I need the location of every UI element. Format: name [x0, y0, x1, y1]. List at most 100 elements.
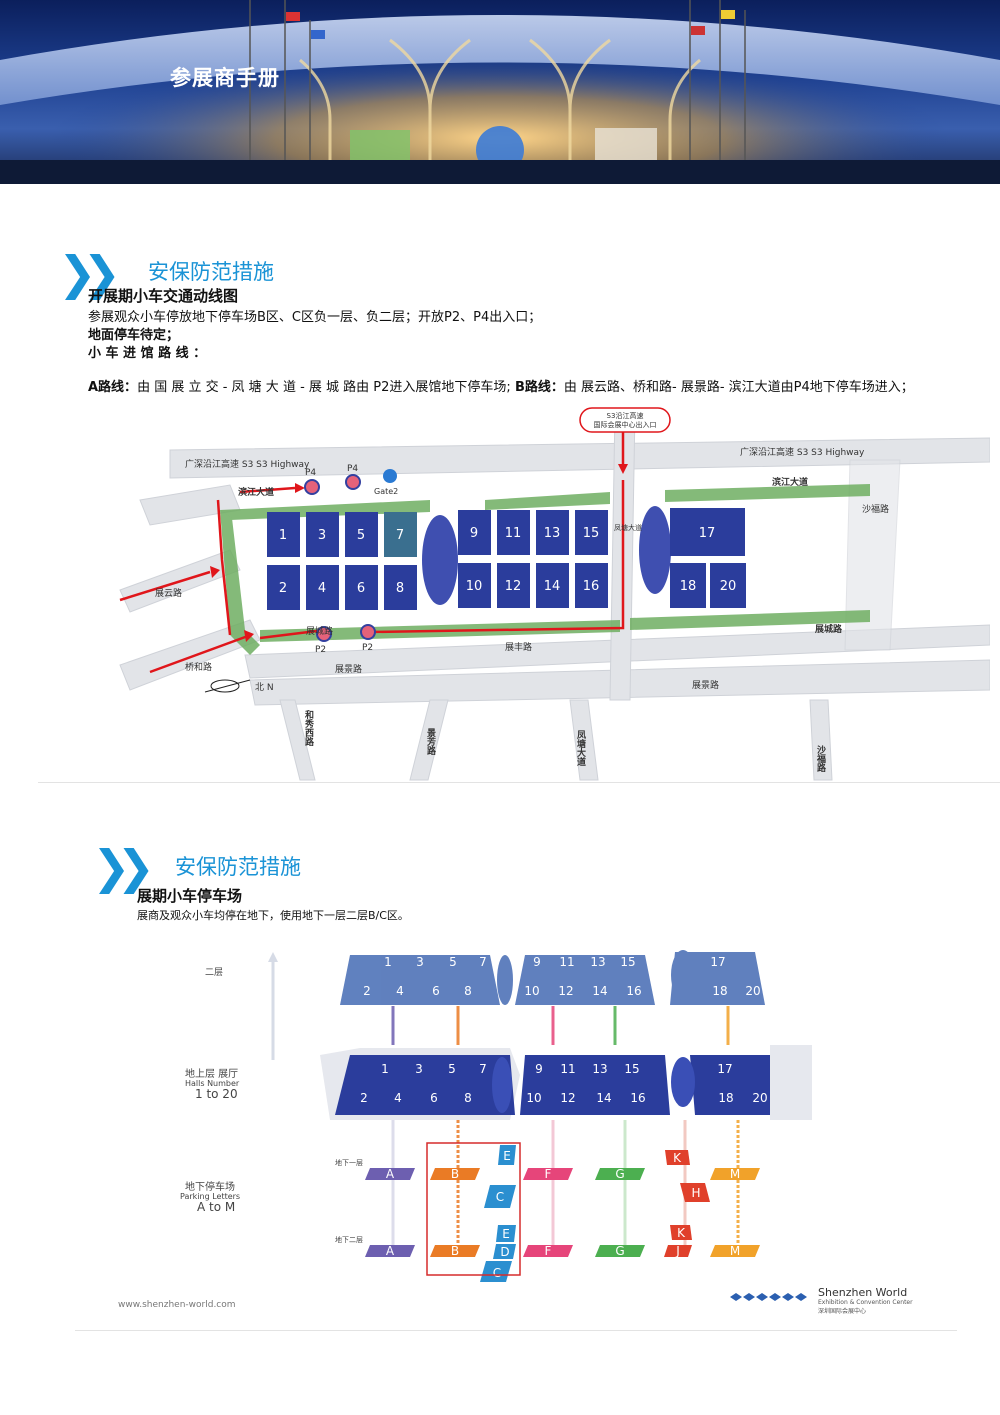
- g-hall-label: 20: [752, 1091, 767, 1105]
- hall-13: [536, 510, 569, 555]
- hall-label: 17: [699, 526, 716, 541]
- g-hall-label: 10: [526, 1091, 541, 1105]
- g-hall-label: 6: [430, 1091, 438, 1105]
- divider: [38, 782, 1000, 783]
- banner-image: [0, 0, 1000, 184]
- b2-parking: [365, 1225, 760, 1282]
- hall-label: 6: [357, 581, 365, 596]
- label-highway-left: 广深沿江高速 S3 S3 Highway: [185, 458, 310, 470]
- g-hall-label: 4: [394, 1091, 402, 1105]
- hall-11: [497, 510, 530, 555]
- p2-marker-icon: [360, 624, 376, 640]
- route-a-label: A路线：: [88, 380, 138, 395]
- footer-url: www.shenzhen-world.com: [118, 1300, 236, 1310]
- label-fengtang-south: 凤塘大道: [575, 730, 586, 767]
- hall-7: [384, 512, 417, 557]
- b2-letter: B: [451, 1244, 459, 1258]
- label-zhanyun: 展云路: [155, 587, 182, 599]
- halls-group: [267, 508, 746, 610]
- g-hall-label: 9: [535, 1062, 543, 1076]
- label-jingfang: 景芳路: [425, 728, 436, 756]
- l2-hall-label: 5: [449, 955, 457, 969]
- b2-letter: C: [493, 1266, 501, 1280]
- l2-hall-label: 16: [626, 984, 641, 998]
- b1-letter: G: [615, 1167, 624, 1181]
- label-ground-cn: 地上层 展厅: [185, 1067, 238, 1080]
- b2-letter: K: [677, 1226, 686, 1240]
- l2-hall-label: 15: [620, 955, 635, 969]
- parking-markers: [304, 469, 397, 642]
- ground-halls: [320, 1045, 812, 1120]
- section1-line1: 参展观众小车停放地下停车场B区、C区负一层、负二层；开放P2、P4出入口；: [88, 310, 542, 325]
- label-p4: P4: [305, 468, 316, 478]
- g-hall-label: 14: [596, 1091, 611, 1105]
- label-zhancheng-east: 展城路: [815, 623, 843, 635]
- b2-letter: E: [502, 1227, 510, 1241]
- b1-letter: A: [386, 1167, 395, 1181]
- level2-halls: [340, 950, 765, 1005]
- l2-hall-label: 1: [384, 955, 392, 969]
- g-hall-label: 11: [560, 1062, 575, 1076]
- g-hall-label: 8: [464, 1091, 472, 1105]
- gate-icon: [383, 469, 397, 483]
- label-level2: 二层: [205, 967, 223, 978]
- highlight-box: [426, 1142, 521, 1276]
- label-shafu-south: 沙福路: [815, 745, 827, 773]
- hall-label: 2: [279, 581, 287, 596]
- hall-17: [670, 508, 745, 556]
- label-shafu: 沙福路: [862, 503, 889, 515]
- l2-hall-label: 14: [592, 984, 607, 998]
- section2-title: 安保防范措施: [175, 855, 301, 879]
- hall-4: [306, 565, 339, 610]
- label-fengtang: 凤塘大道: [614, 523, 642, 532]
- label-north: 北 N: [255, 682, 274, 693]
- route-b-label: B路线：: [514, 380, 564, 395]
- hall-label: 11: [505, 526, 522, 541]
- g-hall-label: 16: [630, 1091, 645, 1105]
- l2-hall-label: 9: [533, 955, 541, 969]
- hall-label: 15: [583, 526, 600, 541]
- label-ground-en: Halls Number: [185, 1079, 240, 1088]
- g-hall-label: 12: [560, 1091, 575, 1105]
- l2-hall-label: 12: [558, 984, 573, 998]
- route-a-text: 由 国 展 立 交 - 凤 塘 大 道 - 展 城 路由 P2进入展馆地下停车场…: [137, 380, 511, 395]
- label-b1: 地下一层: [335, 1158, 363, 1167]
- label-parking-cn: 地下停车场: [185, 1180, 235, 1193]
- label-p2: P2: [362, 643, 373, 653]
- g-hall-label: 3: [415, 1062, 423, 1076]
- hall-label: 13: [544, 526, 561, 541]
- hall-9: [458, 510, 491, 555]
- route-b-text: 由 展云路、桥和路- 展景路- 滨江大道由P4地下停车场进入；: [563, 380, 914, 395]
- divider: [75, 1330, 957, 1331]
- p4-marker-icon: [345, 474, 361, 490]
- hall-label: 3: [318, 528, 326, 543]
- b1-letter: E: [503, 1149, 511, 1163]
- hall-label: 4: [318, 581, 326, 596]
- label-binjiang-left: 滨江大道: [238, 486, 274, 498]
- label-parking-range: A to M: [197, 1200, 235, 1214]
- hall-label: 14: [544, 579, 561, 594]
- hall-label: 12: [505, 579, 522, 594]
- hall-8: [384, 565, 417, 610]
- hall-label: 20: [720, 579, 737, 594]
- hall-label: 9: [470, 526, 478, 541]
- hall-12: [497, 563, 530, 608]
- b2-letter: G: [615, 1244, 624, 1258]
- label-zhanjing-east: 展景路: [692, 679, 719, 691]
- section1-subtitle: 开展期小车交通动线图: [88, 287, 239, 305]
- label-parking-en: Parking Letters: [180, 1192, 240, 1201]
- l2-hall-label: 20: [745, 984, 760, 998]
- hall-label: 18: [680, 579, 697, 594]
- l2-hall-label: 18: [712, 984, 727, 998]
- hall-16: [575, 563, 608, 608]
- label-gate2: Gate2: [374, 487, 398, 496]
- b1-parking: [365, 1145, 760, 1208]
- p2-marker-icon: [316, 626, 332, 642]
- label-p2: P2: [315, 645, 326, 655]
- callout-line2: 国际会展中心出入口: [594, 420, 657, 429]
- b2-letter: J: [675, 1244, 680, 1258]
- callout-line1: S3沿江高速: [607, 411, 644, 420]
- hall-15: [575, 510, 608, 555]
- b2-letter: A: [386, 1244, 395, 1258]
- page-title: 参展商手册: [170, 66, 280, 90]
